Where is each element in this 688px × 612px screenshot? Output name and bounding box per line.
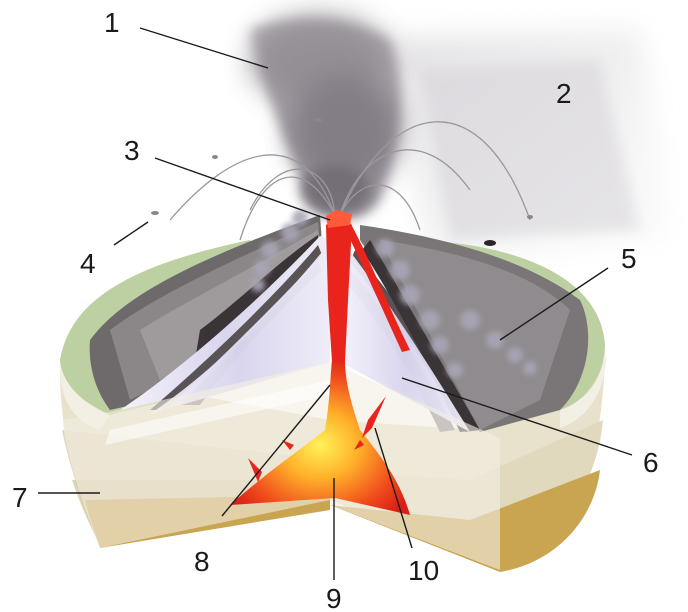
callout-10: 10 <box>408 555 439 586</box>
callout-1: 1 <box>104 7 120 38</box>
leader-1 <box>140 28 268 68</box>
callout-9: 9 <box>326 583 342 612</box>
callout-3: 3 <box>124 135 140 166</box>
callout-2: 2 <box>556 78 572 109</box>
eruption-column <box>250 15 401 219</box>
ash-fallout <box>390 30 670 260</box>
callout-4: 4 <box>80 248 96 279</box>
leader-4 <box>114 222 148 245</box>
callout-6: 6 <box>643 447 659 478</box>
callout-7: 7 <box>12 482 28 513</box>
callout-5: 5 <box>621 243 637 274</box>
callout-8: 8 <box>194 546 210 577</box>
